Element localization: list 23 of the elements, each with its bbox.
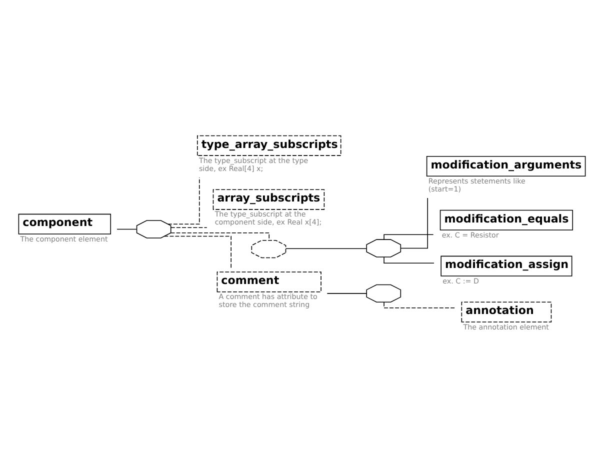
connector (384, 256, 434, 264)
node-label: The annotation element (463, 322, 549, 332)
connector (286, 248, 367, 250)
node-label: The type_subscript at the type side, ex Real[4] x; (198, 156, 308, 173)
node-label: Represents stetements like (start=1) (428, 176, 526, 194)
connector (164, 236, 232, 269)
connector (116, 228, 137, 230)
node-label: The type_subscript at the component side, ex Real x[4]; (214, 210, 322, 227)
node-octagon (251, 240, 286, 258)
node-octagon (136, 220, 172, 238)
connector (400, 198, 428, 249)
connector (170, 232, 270, 241)
connector (384, 234, 434, 240)
node-label: A comment has attribute to store the comment string (218, 292, 318, 310)
node-label: The component element (20, 234, 108, 244)
connector (170, 227, 208, 228)
connector (168, 177, 200, 224)
connector (326, 293, 367, 294)
node-octagon (366, 239, 402, 258)
node-label: ex. C := D (442, 276, 480, 286)
node-label: ex. C = Resistor (442, 230, 499, 240)
node-octagon (366, 284, 402, 303)
connector (384, 302, 456, 308)
